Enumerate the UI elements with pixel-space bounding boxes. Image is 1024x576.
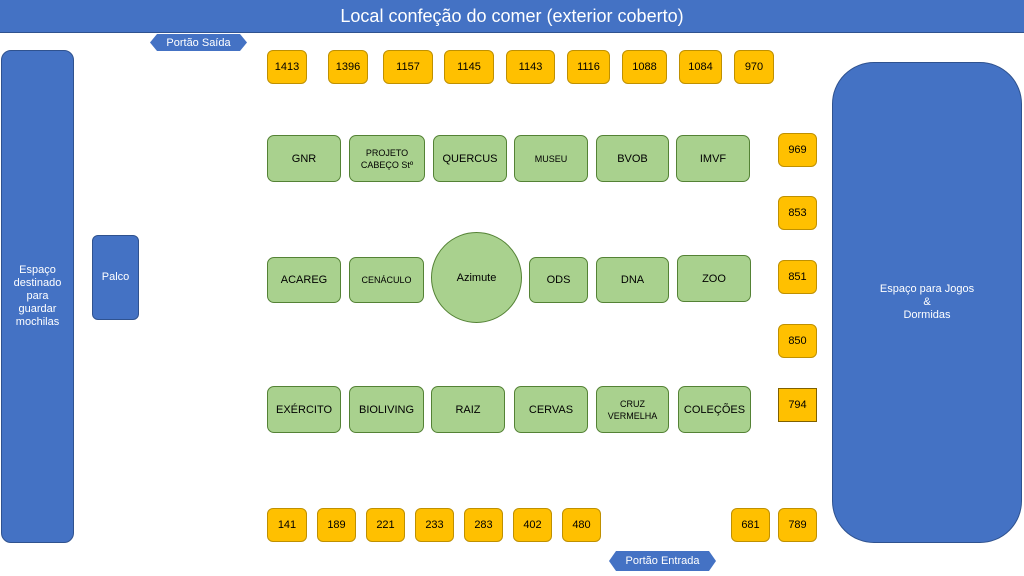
stand-museu: MUSEU [514,135,588,182]
spot-number: 1157 [383,50,433,84]
stand-quercus: QUERCUS [433,135,507,182]
stand-imvf: IMVF [676,135,750,182]
stand-projeto-cabeco: PROJETO CABEÇO Stº [349,135,425,182]
spot-number: 221 [366,508,405,542]
spot-number: 1116 [567,50,610,84]
games-sleeping-area: Espaço para Jogos & Dormidas [832,62,1022,543]
stand-colecoes: COLEÇÕES [678,386,751,433]
spot-number: 1145 [444,50,494,84]
spot-number: 970 [734,50,774,84]
stand-gnr: GNR [267,135,341,182]
spot-number: 789 [778,508,817,542]
azimute-center: Azimute [431,232,522,323]
spot-number: 480 [562,508,601,542]
entrance-gate: Portão Entrada [609,551,716,571]
exit-gate: Portão Saída [150,34,247,51]
spot-number: 850 [778,324,817,358]
spot-number: 402 [513,508,552,542]
spot-number: 141 [267,508,307,542]
stand-raiz: RAIZ [431,386,505,433]
spot-number: 1396 [328,50,368,84]
stand-bioliving: BIOLIVING [349,386,424,433]
spot-number: 1413 [267,50,307,84]
spot-number: 681 [731,508,770,542]
page-title: Local confeção do comer (exterior cobert… [0,0,1024,33]
spot-number: 969 [778,133,817,167]
spot-number: 1088 [622,50,667,84]
spot-number: 1084 [679,50,722,84]
stand-cruz-vermelha: CRUZ VERMELHA [596,386,669,433]
spot-number: 853 [778,196,817,230]
stand-zoo: ZOO [677,255,751,302]
spot-number: 1143 [506,50,555,84]
spot-number: 851 [778,260,817,294]
spot-number: 189 [317,508,356,542]
spot-number: 233 [415,508,454,542]
stage: Palco [92,235,139,320]
spot-number: 283 [464,508,503,542]
stand-acareg: ACAREG [267,257,341,303]
spot-number: 794 [778,388,817,422]
stand-bvob: BVOB [596,135,669,182]
stand-cervas: CERVAS [514,386,588,433]
stand-exercito: EXÉRCITO [267,386,341,433]
stand-ods: ODS [529,257,588,303]
stand-dna: DNA [596,257,669,303]
stand-cenaculo: CENÁCULO [349,257,424,303]
backpack-area: Espaço destinado para guardar mochilas [1,50,74,543]
